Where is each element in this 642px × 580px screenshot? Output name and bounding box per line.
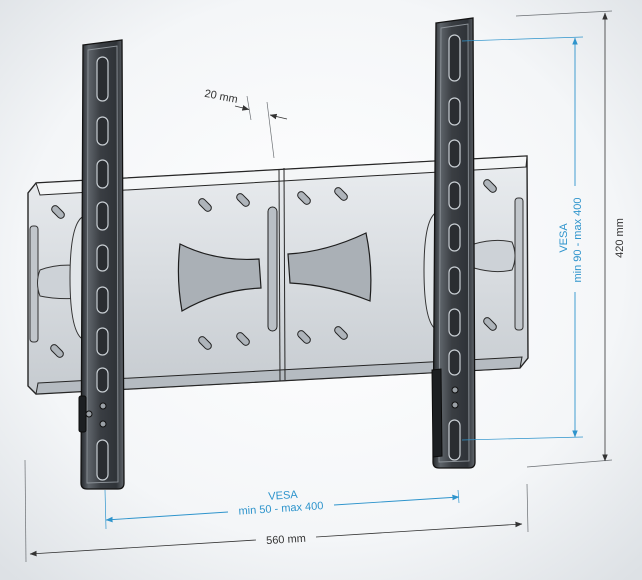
right-arm-slot	[448, 419, 461, 461]
left-arm-hook	[69, 215, 85, 341]
vesa-horizontal-dimension: VESA min 50 - max 400	[104, 489, 460, 530]
right-arm-slot	[448, 139, 461, 168]
left-side-rail	[29, 225, 39, 343]
left-arm-slot	[96, 327, 109, 356]
right-arm-slot	[448, 34, 461, 82]
mounting-hole	[483, 179, 497, 193]
wall-plate-top-flange	[35, 155, 528, 196]
mounting-hole	[51, 205, 65, 219]
left-bowtie-cutout	[177, 243, 262, 312]
mounting-hole	[50, 344, 64, 358]
height-dimension: 420 mm	[515, 10, 626, 468]
left-arm-lock-screw	[99, 420, 107, 428]
right-arm-slot	[448, 97, 461, 126]
vesa-vertical-range: min 90 - max 400	[572, 198, 584, 283]
left-arm-lock-screw	[85, 410, 93, 418]
right-arm-slot	[448, 308, 461, 337]
wall-plate-seam-left	[278, 168, 281, 382]
right-wing-tab	[473, 239, 516, 273]
right-arm-bevel	[438, 23, 470, 463]
right-arm-lock-bracket	[431, 368, 443, 458]
left-arm-bevel	[86, 45, 119, 484]
right-arm-slot	[448, 181, 461, 210]
right-vertical-arm	[431, 17, 476, 469]
center-vertical-slot	[267, 206, 278, 332]
right-arm-slot	[448, 223, 461, 252]
height-extension-top	[515, 10, 613, 17]
mounting-hole	[334, 187, 348, 201]
left-arm-lock-screw	[99, 402, 107, 410]
mounting-hole	[236, 332, 250, 346]
wall-plate	[27, 155, 529, 395]
height-dimension-label: 420 mm	[614, 218, 626, 258]
vesa-horizontal-title: VESA	[268, 489, 299, 503]
left-arm-lock-lever	[78, 395, 87, 433]
left-vertical-arm	[78, 39, 125, 490]
right-arm-lock-screw	[451, 401, 459, 409]
width-extension-left	[24, 459, 27, 563]
left-arm-slot	[96, 56, 109, 102]
wall-plate-bottom-flange	[35, 356, 523, 395]
vesa-vertical-dimension: VESA min 90 - max 400	[461, 36, 584, 441]
left-arm-slot	[96, 439, 109, 481]
wall-plate-seam-right	[283, 167, 286, 381]
vesa-horizontal-extension-left	[104, 489, 107, 530]
mounting-hole	[483, 317, 497, 331]
gap-arrow-right	[269, 113, 288, 120]
gap-extension-line	[266, 101, 275, 159]
mounting-hole	[198, 336, 212, 350]
right-arm-slot	[448, 349, 461, 376]
width-dimension: 560 mm	[24, 459, 529, 563]
width-dimension-line-right	[315, 521, 523, 538]
vesa-horizontal-line-left	[105, 511, 229, 523]
vesa-horizontal-line-right	[333, 494, 460, 506]
width-extension-right	[526, 483, 529, 533]
right-bowtie-cutout	[287, 232, 372, 302]
left-arm-slot	[96, 286, 109, 314]
height-extension-bottom	[526, 459, 613, 468]
right-arm-slot	[448, 266, 461, 295]
right-side-rail	[514, 197, 524, 331]
vesa-vertical-title: VESA	[558, 223, 570, 253]
vesa-vertical-extension-bottom	[461, 436, 584, 441]
left-arm-slot	[96, 244, 109, 272]
mounting-hole	[198, 198, 212, 212]
width-dimension-label: 560 mm	[266, 533, 306, 547]
mounting-hole	[297, 191, 311, 205]
vesa-horizontal-range: min 50 - max 400	[238, 500, 324, 517]
vesa-vertical-extension-top	[461, 36, 584, 42]
left-arm-slot	[96, 159, 109, 189]
left-arm-slot	[96, 367, 109, 393]
left-arm-slot	[96, 201, 109, 231]
left-arm-slot	[96, 116, 109, 146]
gap-arrow-left	[234, 105, 250, 111]
width-dimension-line-left	[29, 539, 257, 557]
right-arm-lock-screw	[451, 386, 459, 394]
